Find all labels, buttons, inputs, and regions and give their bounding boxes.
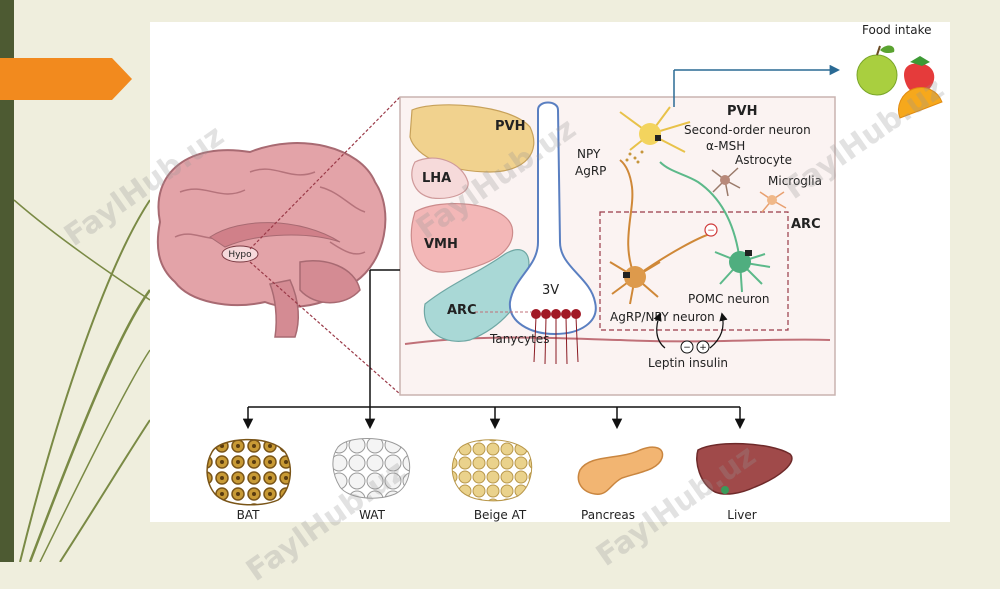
diagram-canvas: Hypo PVH LHA VMH ARC 3V Tanycytes	[150, 22, 950, 522]
hypo-label: Hypo	[228, 250, 252, 260]
target-label-beige-at: Beige AT	[474, 508, 527, 522]
zoom-line-top	[249, 96, 401, 250]
second-order-neuron	[619, 106, 691, 153]
vmh-region	[410, 202, 514, 273]
liver-icon	[696, 442, 793, 495]
orange-tab-marker	[0, 58, 132, 100]
pomc-neuron	[659, 161, 771, 293]
npy-label: NPY	[577, 147, 601, 161]
arc-label: ARC	[447, 303, 477, 318]
target-label-liver: Liver	[727, 508, 757, 522]
beige-at-tissue-icon	[451, 439, 533, 502]
agrp-npy-neuron-label: AgRP/NPY neuron	[610, 310, 715, 324]
astrocyte-label: Astrocyte	[735, 153, 792, 167]
leptin-insulin-label: Leptin insulin	[648, 356, 728, 370]
second-order-neuron-label: Second-order neuron	[684, 123, 811, 137]
food-fruits-icon	[856, 45, 943, 119]
food-intake-label: Food intake	[862, 23, 932, 37]
target-label-wat: WAT	[359, 508, 385, 522]
brain-illustration	[156, 142, 387, 338]
hypothalamus-diagram: Hypo PVH LHA VMH ARC 3V Tanycytes	[156, 23, 943, 522]
agrp-label: AgRP	[575, 164, 606, 178]
pvh-label: PVH	[495, 119, 525, 134]
lha-region	[411, 157, 469, 199]
pancreas-icon	[577, 446, 664, 495]
target-label-bat: BAT	[237, 508, 261, 522]
tanycytes	[531, 309, 581, 365]
arc-panel-label: ARC	[791, 217, 821, 232]
npy-secretion-dots	[625, 150, 644, 164]
wat-tissue-icon	[332, 438, 410, 499]
arc-dashed-box	[599, 211, 789, 331]
lha-label: LHA	[422, 171, 451, 186]
agrp-npy-neuron	[609, 159, 711, 305]
zoom-line-bottom	[249, 261, 401, 395]
astrocyte-cell	[711, 167, 741, 197]
bat-tissue-icon	[206, 438, 292, 506]
target-label-pancreas: Pancreas	[581, 508, 635, 522]
background-decoration	[13, 199, 152, 562]
inhibition-symbol	[704, 223, 718, 237]
third-ventricle-label: 3V	[542, 283, 559, 298]
tanycytes-label: Tanycytes	[489, 332, 549, 346]
vmh-label: VMH	[424, 237, 458, 252]
pvh-panel-label: PVH	[727, 104, 757, 119]
insulin-plus-symbol: +	[699, 343, 707, 353]
leptin-minus-symbol: −	[683, 343, 691, 353]
alpha-msh-label: α-MSH	[706, 139, 745, 153]
third-ventricle	[508, 101, 597, 336]
microglia-cell	[759, 191, 787, 213]
pomc-neuron-label: POMC neuron	[688, 292, 769, 306]
inhibition-minus: −	[707, 226, 715, 236]
microglia-label: Microglia	[768, 174, 822, 188]
sidebar-accent-bar	[0, 0, 14, 562]
